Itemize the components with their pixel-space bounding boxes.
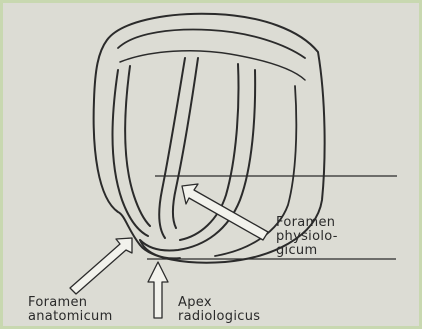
- label-foramen-physiologicum: Foramen physiolo- gicum: [276, 216, 338, 258]
- label-apex-radiologicus: Apex radiologicus: [178, 296, 260, 324]
- root-inner-rim: [118, 30, 305, 58]
- cross-section-edge: [120, 51, 305, 80]
- arrow-apex-radiologicus: [148, 262, 168, 318]
- canal-wall-left-inner: [125, 66, 150, 226]
- label-foramen-anatomicum: Foramen anatomicum: [28, 296, 113, 324]
- arrow-foramen-anatomicum: [70, 238, 132, 294]
- arrow-foramen-physiologicum: [182, 184, 268, 240]
